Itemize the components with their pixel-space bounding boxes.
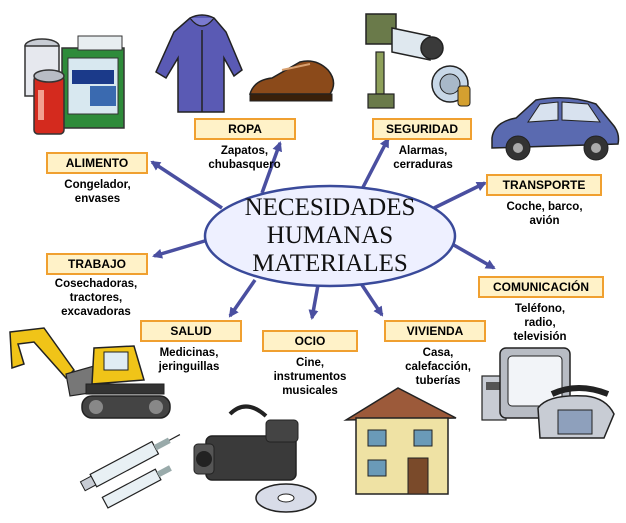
desc-ocio: Cine, instrumentos musicales [273, 357, 347, 397]
arrow-alimento [150, 160, 223, 210]
arrow-vivienda [358, 281, 384, 317]
jacket-and-shoe-icon [155, 14, 335, 113]
label-salud: SALUD [140, 320, 242, 342]
desc-alimento: Congelador, envases [64, 179, 131, 205]
center-ellipse [203, 184, 457, 288]
desc-vivienda: Casa, calefacción, tuberías [405, 347, 471, 387]
desc-ropa: Zapatos, chubasquero [208, 145, 281, 171]
arrow-ropa [260, 141, 282, 194]
desc-transporte: Coche, barco, avión [506, 201, 583, 227]
label-transporte: TRANSPORTE [486, 174, 602, 196]
label-vivienda: VIVIENDA [384, 320, 486, 342]
label-seguridad: SEGURIDAD [372, 118, 472, 140]
center-title: NECESIDADES HUMANAS MATERIALES [244, 194, 416, 277]
arrow-seguridad [358, 137, 390, 194]
house-icon [343, 387, 457, 495]
arrow-ocio [308, 284, 320, 320]
desc-trabajo: Cosechadoras, tractores, excavadoras [54, 278, 138, 318]
label-ropa: ROPA [194, 118, 296, 140]
car-icon [491, 97, 620, 161]
security-camera-and-lock-icon [365, 13, 471, 109]
video-camera-and-disc-icon [193, 404, 317, 513]
label-ocio: OCIO [262, 330, 358, 352]
syringes-icon [79, 434, 181, 509]
desc-salud: Medicinas, jeringuillas [158, 347, 220, 373]
arrow-trabajo [152, 238, 209, 259]
excavator-icon [9, 327, 171, 419]
arrow-salud [228, 279, 257, 318]
desc-seguridad: Alarmas, cerraduras [393, 145, 453, 171]
arrow-comunicacion [451, 242, 496, 270]
label-alimento: ALIMENTO [46, 152, 148, 174]
tv-and-telephone-icon [481, 347, 615, 439]
label-trabajo: TRABAJO [46, 253, 148, 275]
food-packages-icon [24, 35, 125, 135]
label-comunicacion: COMUNICACIÓN [478, 276, 604, 298]
desc-comunicacion: Teléfono, radio, televisión [513, 303, 567, 343]
arrow-transporte [433, 181, 487, 210]
